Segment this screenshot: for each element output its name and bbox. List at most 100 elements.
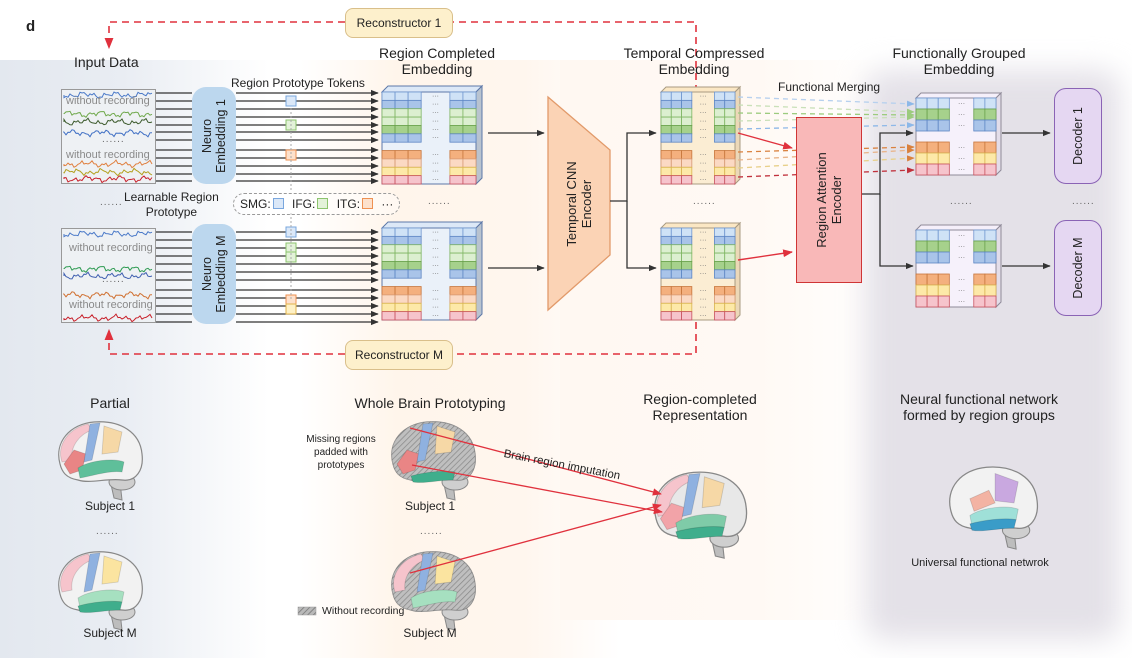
cube-ellipsis: ··· xyxy=(432,246,439,253)
cube-cell xyxy=(937,251,950,264)
cube-ellipsis: ··· xyxy=(700,271,707,278)
cube-cell xyxy=(660,116,672,126)
cube-cell xyxy=(660,294,672,304)
signal-trace xyxy=(63,117,153,126)
cube-cell xyxy=(449,150,464,160)
prototyped-subject-1-brain xyxy=(391,421,476,501)
cube-cell xyxy=(660,158,672,168)
cube-cell xyxy=(462,133,477,143)
cube-cell xyxy=(714,150,726,160)
cube-cell xyxy=(937,97,950,110)
cube-cell xyxy=(407,166,422,177)
cube-cell xyxy=(660,269,672,279)
decoder-1-label: Decoder 1 xyxy=(1071,107,1085,165)
cube-cell xyxy=(394,235,409,246)
cube-cell xyxy=(681,235,693,246)
cube-cell xyxy=(681,252,693,262)
cube-cell xyxy=(407,99,422,110)
cube-top-face xyxy=(659,222,742,229)
cube-cell xyxy=(394,175,409,185)
cube-ellipsis: ··· xyxy=(432,93,439,100)
cube-cell xyxy=(407,252,422,262)
cube-ellipsis: ··· xyxy=(700,126,707,133)
cube-cell xyxy=(381,133,396,143)
cube-cell xyxy=(915,229,928,242)
cube-cell xyxy=(381,294,396,304)
cube-cell xyxy=(381,125,396,135)
cube-cell xyxy=(394,269,409,279)
prototype-token xyxy=(285,149,297,161)
cube-cell xyxy=(984,295,997,308)
cube-cell xyxy=(724,235,736,246)
cube-cell xyxy=(449,294,464,304)
cube-cell xyxy=(926,273,939,286)
cube-cell xyxy=(407,116,422,126)
cube-cell xyxy=(462,269,477,279)
merge-link xyxy=(737,144,915,153)
prototype-legend-itg: ITG: xyxy=(336,197,361,211)
cube-cell xyxy=(381,116,396,126)
cube-cell xyxy=(394,91,409,101)
cube-cell xyxy=(724,311,736,321)
universal-functional-network-brain xyxy=(949,466,1039,550)
decoder-m: Decoder M xyxy=(1054,220,1102,316)
cube-cell xyxy=(937,152,950,165)
merge-link xyxy=(737,122,915,130)
parietal-region xyxy=(434,425,456,455)
temporal-compressed-cube-1: ······························ xyxy=(659,85,742,186)
cube-cell xyxy=(714,261,726,271)
cube-ellipsis: ··· xyxy=(700,151,707,158)
cube-ellipsis: ··· xyxy=(958,101,965,108)
cube-cell xyxy=(915,97,928,110)
cube-cell xyxy=(449,244,464,254)
cube-cell xyxy=(937,273,950,286)
cube-cell xyxy=(462,175,477,185)
cube-cell xyxy=(915,163,928,176)
cube-cell xyxy=(449,227,464,237)
whole-brain-subject-1: Subject 1 xyxy=(404,499,456,513)
region-prototype-tokens-label: Region Prototype Tokens xyxy=(231,76,365,90)
to-attention-arrows xyxy=(737,132,793,261)
cube-cell xyxy=(660,150,672,160)
cube-cell xyxy=(670,286,682,296)
signal-trace xyxy=(63,129,153,138)
cube-cell xyxy=(381,244,396,254)
cube-cell xyxy=(670,150,682,160)
cube-cell xyxy=(926,251,939,264)
cube-ellipsis: ··· xyxy=(700,93,707,100)
cube-cell xyxy=(449,158,464,168)
cube-cell xyxy=(394,166,409,177)
cube-cell xyxy=(394,294,409,304)
cube-cell xyxy=(449,311,464,321)
whole-brain-prototyping-title: Whole Brain Prototyping xyxy=(354,395,506,411)
cube-ellipsis: ··· xyxy=(700,304,707,311)
motor-region xyxy=(681,473,701,517)
cube-cell xyxy=(660,244,672,254)
cube-cell xyxy=(381,286,396,296)
cube-cell xyxy=(462,252,477,262)
cube-cell xyxy=(681,166,693,177)
cube-cell xyxy=(407,261,422,271)
cube-cell xyxy=(381,108,396,118)
cube-cell xyxy=(670,302,682,313)
cube-cell xyxy=(714,244,726,254)
cube-cell xyxy=(407,302,422,313)
reconstructor-m-feedback-loop xyxy=(104,322,697,355)
cube-cell xyxy=(714,133,726,143)
cube-cell xyxy=(915,119,928,132)
cube-side-face xyxy=(734,221,741,322)
cube-cell xyxy=(937,240,950,253)
universal-functional-network-caption: Universal functional netwrok xyxy=(911,557,1049,569)
cube-ellipsis: ··· xyxy=(432,262,439,269)
cube-cell xyxy=(681,158,693,168)
cube-cell xyxy=(660,311,672,321)
cube-cell xyxy=(381,166,396,177)
functional-merging-label: Functional Merging xyxy=(778,80,881,94)
cube-ellipsis: ··· xyxy=(432,168,439,175)
cube-cell xyxy=(915,273,928,286)
signal-trace xyxy=(63,230,153,238)
